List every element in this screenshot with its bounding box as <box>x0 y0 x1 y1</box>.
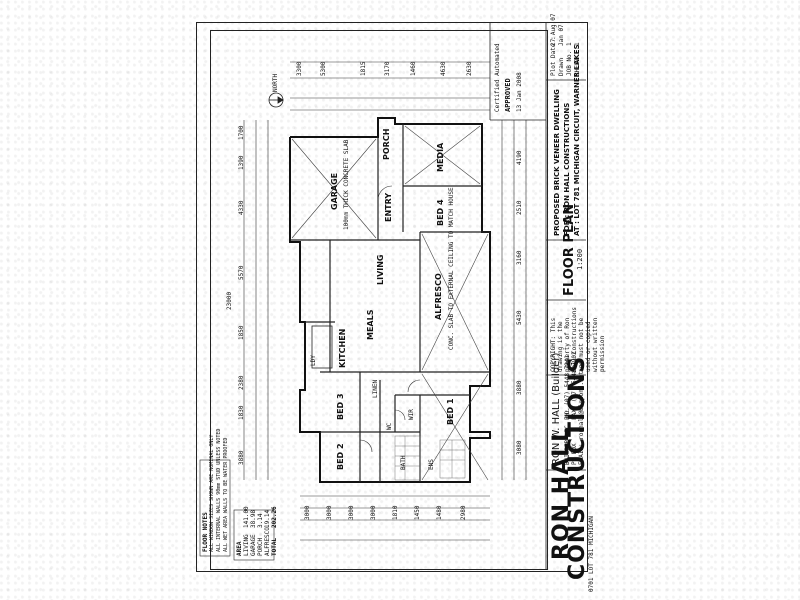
room-meals: MEALS <box>366 309 375 340</box>
floor-notes-heading: FLOOR NOTES <box>202 512 209 552</box>
room-entry: ENTRY <box>384 192 393 222</box>
sheet-number: 1 <box>574 42 581 46</box>
north-arrow <box>268 92 284 108</box>
room-living: LIVING <box>376 254 385 285</box>
footer-code: 0701 LOT 781 MICHIGAN <box>588 516 595 592</box>
dim-left-4: 1850 <box>238 325 245 340</box>
dim-bottom-0: 3000 <box>304 505 311 520</box>
dim-right-1: 2510 <box>516 200 523 215</box>
dim-left-2: 4330 <box>238 200 245 215</box>
area-row-3-label: ALFRESCO <box>264 527 271 556</box>
alfresco-note: CONC. SLAB TO EXTERNAL CEILING TO MATCH … <box>448 187 455 350</box>
room-bed2: BED 2 <box>336 443 345 470</box>
room-linen: LINEN <box>372 379 379 398</box>
tile-pattern <box>394 435 466 481</box>
dim-left-1: 1390 <box>238 155 245 170</box>
drawing-scale: 1:200 <box>576 248 584 270</box>
area-row-1-value: 38.98 <box>250 509 257 528</box>
dimension-lines-left <box>243 120 269 480</box>
room-ldy: LDY <box>310 355 317 366</box>
dim-top-4: 1460 <box>410 61 417 76</box>
dim-right-5: 3080 <box>516 440 523 455</box>
dim-top-1: 5300 <box>320 61 327 76</box>
room-bed3: BED 3 <box>336 393 345 420</box>
room-media: MEDIA <box>436 142 445 172</box>
room-ens: ENS <box>428 459 435 470</box>
approval-stamp-1: APPROVED <box>504 78 512 112</box>
builder-detail-4: EMAIL: ronhall@bigpond.net.au <box>578 360 585 465</box>
dim-right-0: 4190 <box>516 150 523 165</box>
door-swings <box>359 185 421 453</box>
area-row-4-label: TOTAL <box>271 537 278 556</box>
job-label: JOB No. <box>566 50 573 76</box>
drawn-label: Drawn <box>558 57 565 76</box>
floor-note-2: ALL WET AREA WALLS TO BE WATER PROOFED <box>223 437 229 552</box>
room-wc: WC <box>386 422 393 430</box>
copyright-note: COPYRIGHT: This drawing is the property … <box>550 306 606 372</box>
dim-top-3: 3170 <box>384 61 391 76</box>
kitchen-bench <box>311 325 333 369</box>
area-row-3-value: 19.14 <box>264 509 271 528</box>
room-bath: BATH <box>400 455 407 470</box>
drawing-border <box>196 22 588 572</box>
plot-date: 27 Aug 07 <box>550 13 557 46</box>
area-row-2-label: PORCH <box>257 537 264 556</box>
room-bed4: BED 4 <box>436 199 445 226</box>
approval-stamp-2: 13 Jan 2008 <box>516 72 523 112</box>
dim-right-4: 3880 <box>516 380 523 395</box>
dim-bottom-5: 1450 <box>414 505 421 520</box>
room-bed1: BED 1 <box>446 398 455 425</box>
room-wir: WIR <box>408 409 415 420</box>
room-garage: GARAGE <box>330 172 339 210</box>
dim-bottom-2: 3000 <box>348 505 355 520</box>
floor-notes-box <box>199 459 231 557</box>
dim-top-0: 3300 <box>296 61 303 76</box>
dimension-lines-top <box>290 61 490 111</box>
dim-left-0: 1700 <box>238 125 245 140</box>
dim-top-5: 4630 <box>440 61 447 76</box>
room-porch: PORCH <box>382 128 391 160</box>
dim-left-8: 3880 <box>238 450 245 465</box>
floor-note-1: ALL INTERNAL WALLS 90mm STUD UNLESS NOTE… <box>216 428 222 552</box>
builder-detail-1: PO BOX <box>571 443 578 465</box>
dimension-lines-bottom <box>300 495 490 541</box>
project-line-1: FOR : RON HALL CONSTRUCTIONS <box>563 102 571 236</box>
area-schedule-box <box>233 509 275 561</box>
roof-hatch-lines <box>291 125 489 481</box>
title-block-lines <box>489 22 586 570</box>
drawn-date: Jan 07 <box>558 24 565 46</box>
area-row-0-value: 141.00 <box>243 506 250 528</box>
room-alfresco: ALFRESCO <box>434 273 443 320</box>
dim-left-3: 5570 <box>238 265 245 280</box>
dim-bottom-6: 1480 <box>436 505 443 520</box>
north-label: NORTH <box>272 73 279 92</box>
dim-bottom-1: 3000 <box>326 505 333 520</box>
dimension-lines-right <box>501 120 527 480</box>
floor-note-0: ALL WINDOW SIZES SHOWN ARE NOMINAL ONLY <box>209 434 215 552</box>
project-line-0: PROPOSED BRICK VENEER DWELLING <box>553 89 561 236</box>
area-row-1-label: GARAGE <box>250 534 257 556</box>
dim-bottom-4: 1810 <box>392 505 399 520</box>
dim-right-2: 3160 <box>516 250 523 265</box>
dim-left-5: 23000 <box>226 291 233 310</box>
area-heading: AREA <box>236 541 243 556</box>
job-number: 1 <box>566 42 573 46</box>
area-row-0-label: LIVING <box>243 534 250 556</box>
dim-left-6: 2380 <box>238 375 245 390</box>
dim-top-6: 2630 <box>466 61 473 76</box>
approval-stamp-0: Certified Automated <box>494 43 501 112</box>
area-row-2-value: 3.14 <box>257 513 264 528</box>
garage-note: 100mm THICK CONCRETE SLAB <box>343 139 350 230</box>
dim-left-7: 1830 <box>238 405 245 420</box>
room-kitchen: KITCHEN <box>338 328 347 368</box>
area-row-4-value: 202.26 <box>271 506 278 528</box>
sheet-label: SHEET <box>574 57 581 76</box>
dim-bottom-3: 3000 <box>370 505 377 520</box>
dim-right-3: 5430 <box>516 310 523 325</box>
internal-walls <box>290 124 490 482</box>
dim-top-2: 1815 <box>360 61 367 76</box>
dim-bottom-7: 2980 <box>460 505 467 520</box>
